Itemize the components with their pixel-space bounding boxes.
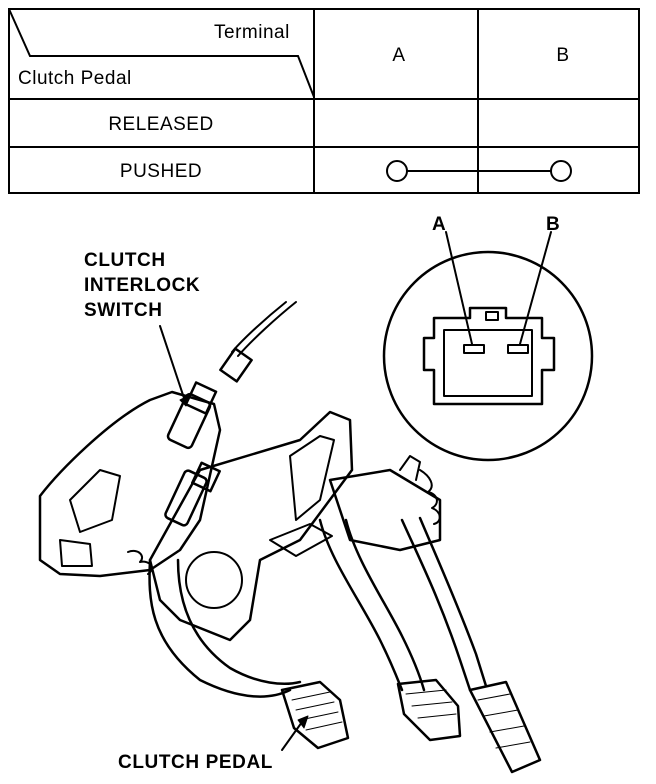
table-grid [8,8,640,194]
connector-detail-circle [382,250,594,462]
row-released-label: RELEASED [108,114,214,135]
terminal-b-label: B [546,214,561,235]
clutch-interlock-switch-label: CLUTCH INTERLOCK SWITCH [84,248,244,323]
column-a-header: A [392,45,406,66]
brake-pedal-pad [396,678,462,742]
terminal-b-circle [550,160,572,182]
accelerator-pedal-pad [468,680,542,774]
switch-label-line-3: SWITCH [84,300,163,321]
terminal-a-pin [463,344,485,354]
switch-label-line-2: INTERLOCK [84,275,201,296]
clutch-pedal-pad-texture [291,691,343,731]
return-spring [419,469,441,525]
terminal-a-label: A [432,214,447,235]
column-b-header: B [556,45,570,66]
terminal-b-pin [507,344,529,354]
header-terminal: Terminal [214,22,290,43]
switch-label-line-1: CLUTCH [84,250,166,271]
row-pushed-label: PUSHED [119,161,203,182]
connector-body [422,306,556,406]
header-clutch-pedal: Clutch Pedal [18,68,132,89]
clutch-pedal-pad [280,680,350,750]
terminal-a-circle [386,160,408,182]
continuity-table: Terminal Clutch Pedal A B RELEASED PUSHE… [8,8,640,194]
clutch-pedal-label: CLUTCH PEDAL [118,752,273,773]
